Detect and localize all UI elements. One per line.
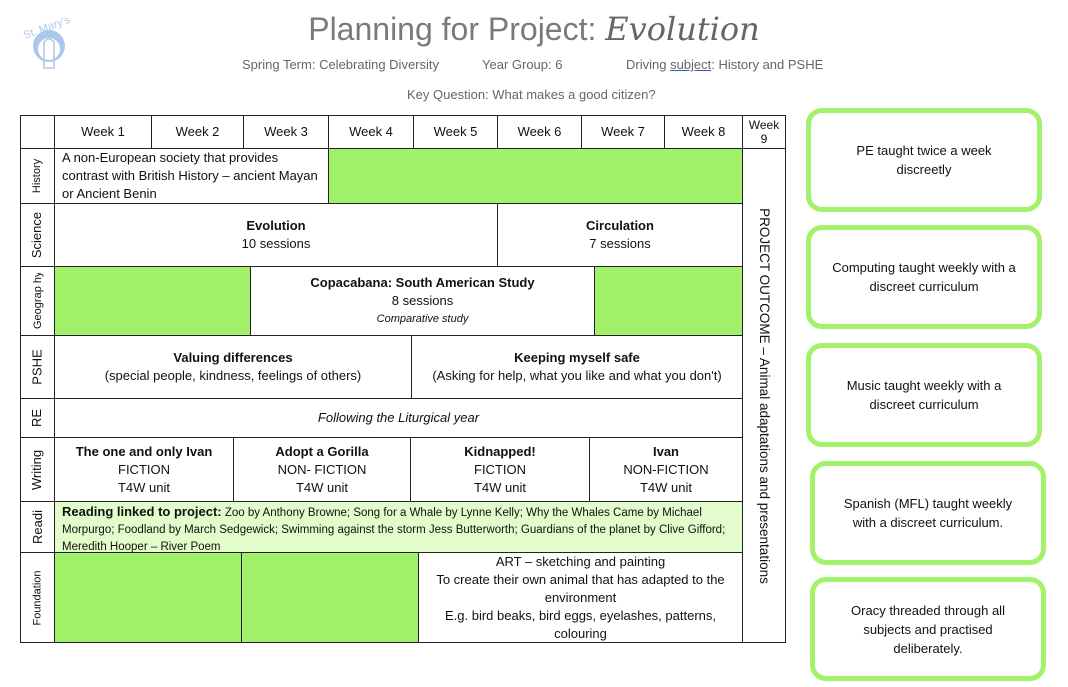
week-header: Week 2 bbox=[151, 115, 244, 149]
week-header: Week 4 bbox=[328, 115, 414, 149]
week-header: Week 3 bbox=[243, 115, 329, 149]
history-empty bbox=[328, 148, 743, 204]
note-spanish: Spanish (MFL) taught weekly with a discr… bbox=[810, 461, 1046, 565]
row-label-reading: Readi bbox=[20, 501, 55, 553]
note-music: Music taught weekly with a discreet curr… bbox=[806, 343, 1042, 447]
row-label-re: RE bbox=[20, 398, 55, 438]
page-title: Planning for Project: Evolution bbox=[308, 10, 760, 48]
note-oracy: Oracy threaded through all subjects and … bbox=[810, 577, 1046, 681]
row-label-foundation: Foundation bbox=[20, 552, 55, 643]
pshe-safe: Keeping myself safe(Asking for help, wha… bbox=[411, 335, 743, 399]
foundation-empty bbox=[241, 552, 419, 643]
row-label-geography: Geograp hy bbox=[20, 266, 55, 336]
row-label-pshe: PSHE bbox=[20, 335, 55, 399]
project-outcome: PROJECT OUTCOME – Animal adaptations and… bbox=[742, 148, 786, 643]
corner-cell bbox=[20, 115, 55, 149]
row-label-history: History bbox=[20, 148, 55, 204]
re-cell: Following the Liturgical year bbox=[54, 398, 743, 438]
week-header: Week 9 bbox=[742, 115, 786, 149]
driving-subject: Driving subject: History and PSHE bbox=[626, 57, 824, 72]
note-pe: PE taught twice a week discreetly bbox=[806, 108, 1042, 212]
reading-cell: Reading linked to project: Zoo by Anthon… bbox=[54, 501, 743, 553]
week-header: Week 1 bbox=[54, 115, 152, 149]
pshe-valuing: Valuing differences(special people, kind… bbox=[54, 335, 412, 399]
foundation-empty bbox=[54, 552, 242, 643]
week-header: Week 5 bbox=[413, 115, 498, 149]
geography-empty bbox=[54, 266, 251, 336]
row-label-writing: Writing bbox=[20, 437, 55, 502]
week-header: Week 8 bbox=[664, 115, 743, 149]
term: Spring Term: Celebrating Diversity bbox=[242, 57, 439, 72]
history-cell: A non-European society that provides con… bbox=[54, 148, 329, 204]
school-logo: St. Mary's bbox=[14, 6, 84, 84]
key-question: Key Question: What makes a good citizen? bbox=[407, 87, 656, 102]
week-header: Week 6 bbox=[497, 115, 582, 149]
year-group: Year Group: 6 bbox=[482, 57, 563, 72]
geography-empty bbox=[594, 266, 743, 336]
row-label-science: Science bbox=[20, 203, 55, 267]
week-header: Week 7 bbox=[581, 115, 665, 149]
note-computing: Computing taught weekly with a discreet … bbox=[806, 225, 1042, 329]
